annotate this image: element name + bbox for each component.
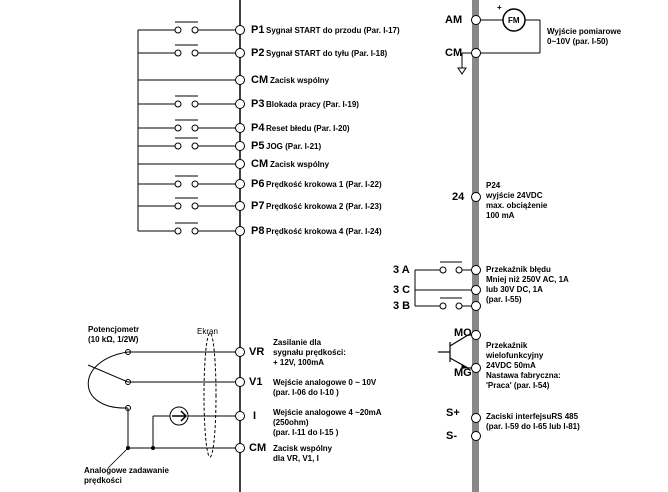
input-row-cm1 [138, 75, 245, 85]
terminal-desc-i: Wejście analogowe 4 ~20mA (250ohm) (par.… [273, 408, 382, 437]
terminal-desc-v1: Wejście analogowe 0 ~ 10V (par. I-06 do … [273, 378, 377, 397]
transistor-arrow [461, 364, 468, 369]
input-row-p4 [138, 119, 245, 133]
input-row-p6 [138, 175, 245, 189]
input-row-p3 [138, 95, 245, 109]
junction-dot [151, 446, 155, 450]
rs485-desc: Zaciski interfejsuRS 485 (par. I-59 do I… [486, 412, 580, 431]
terminal-desc-p5: JOG (Par. I-21) [266, 142, 322, 151]
input-row-p7 [138, 197, 245, 211]
terminal-label-3b: 3 B [393, 300, 411, 312]
terminal-i [235, 411, 245, 421]
terminal-label-24: 24 [452, 191, 465, 203]
terminal-3b [471, 301, 481, 311]
terminal-label-p2: P2 [251, 47, 265, 59]
terminal-s-minus [471, 431, 481, 441]
terminal-label-p5: P5 [251, 140, 265, 152]
terminal-desc-vr: Zasilanie dla sygnału prędkości: + 12V, … [273, 338, 346, 367]
terminal-label-s-plus: S+ [446, 407, 460, 419]
terminal-desc-p7: Prędkość krokowa 2 (Par. I-23) [266, 202, 382, 211]
screen-label: Ekran [197, 327, 218, 336]
fault-relay-wiring [414, 261, 476, 310]
input-row-p5 [138, 137, 245, 151]
terminal-label-3c: 3 C [393, 284, 411, 296]
right-bus-bar [472, 0, 479, 492]
fm-plus-sign: + [497, 3, 502, 12]
terminal-label-v1: V1 [249, 376, 263, 388]
meter-wiring [461, 8, 541, 68]
pot-terminal-mid [125, 379, 131, 385]
terminal-label-p7: P7 [251, 200, 265, 212]
input-row-p8 [138, 222, 245, 236]
input-row-p1 [138, 21, 245, 35]
terminal-desc-p8: Prędkość krokowa 4 (Par. I-24) [266, 227, 382, 236]
terminal-label-mg: MG [454, 367, 472, 379]
terminal-desc-cm2: Zacisk wspólny [270, 160, 330, 169]
speed-setting-leader [107, 447, 129, 469]
terminal-label-i: I [253, 410, 257, 422]
pot-terminal-top [125, 349, 131, 355]
input-row-cm2 [138, 159, 245, 169]
terminal-24 [471, 192, 481, 202]
terminal-desc-cm1: Zacisk wspólny [270, 76, 330, 85]
terminal-desc-p6: Prędkość krokowa 1 (Par. I-22) [266, 180, 382, 189]
speed-setting-label: Analogowe zadawanie prędkości [84, 466, 169, 485]
terminal-label-vr: VR [249, 346, 265, 358]
terminal-label-p1: P1 [251, 24, 265, 36]
terminal-desc-p1: Sygnał START do przodu (Par. I-17) [266, 26, 400, 35]
terminal-v1 [235, 377, 245, 387]
terminal-cm-analog [235, 443, 245, 453]
p24-desc: P24 wyjście 24VDC max. obciążenie 100 mA [486, 181, 548, 220]
terminal-mo [471, 330, 481, 340]
terminal-label-p3: P3 [251, 98, 265, 110]
terminal-label-p4: P4 [251, 122, 265, 134]
meter-output-desc: Wyjście pomiarowe 0~10V (par. I-50) [547, 27, 622, 46]
terminal-label-cm-analog: CM [249, 442, 267, 454]
terminal-3c [471, 285, 481, 295]
terminal-mg [471, 363, 481, 373]
potentiometer-label: Potencjometr (10 kΩ, 1/2W) [88, 325, 140, 344]
terminal-label-cm1: CM [251, 74, 269, 86]
terminal-desc-cm-analog: Zacisk wspólny dla VR, V1, I [273, 444, 333, 463]
terminal-desc-p2: Sygnał START do tyłu (Par. I-18) [266, 49, 388, 58]
terminal-label-cm-right: CM [445, 47, 463, 59]
terminal-desc-p4: Reset błedu (Par. I-20) [266, 124, 350, 133]
terminal-label-p6: P6 [251, 178, 265, 190]
current-source-arrow [172, 410, 188, 422]
terminal-label-am: AM [445, 14, 463, 26]
transistor-icon [438, 334, 472, 369]
terminal-am [471, 15, 481, 25]
shield-ellipse [203, 332, 217, 458]
terminal-label-3a: 3 A [393, 264, 410, 276]
pot-terminal-bottom [125, 405, 131, 411]
terminal-vr [235, 347, 245, 357]
terminal-label-mo: MO [454, 327, 472, 339]
ground-icon [457, 67, 467, 75]
fm-meter-label: FM [508, 16, 520, 25]
fault-relay-desc: Przekaźnik błędu Mniej niż 250V AC, 1A l… [486, 265, 569, 304]
terminal-cm-right [471, 48, 481, 58]
terminal-label-cm2: CM [251, 158, 269, 170]
input-row-p2 [138, 44, 245, 58]
terminal-3a [471, 265, 481, 275]
terminal-label-p8: P8 [251, 225, 265, 237]
multi-relay-desc: Przekaźnik wielofunkcyjny 24VDC 50mA Nas… [486, 341, 561, 390]
analog-wiring [87, 332, 236, 458]
terminal-s-plus [471, 413, 481, 423]
terminal-label-s-minus: S- [446, 430, 457, 442]
terminal-desc-p3: Blokada pracy (Par. I-19) [266, 100, 359, 109]
